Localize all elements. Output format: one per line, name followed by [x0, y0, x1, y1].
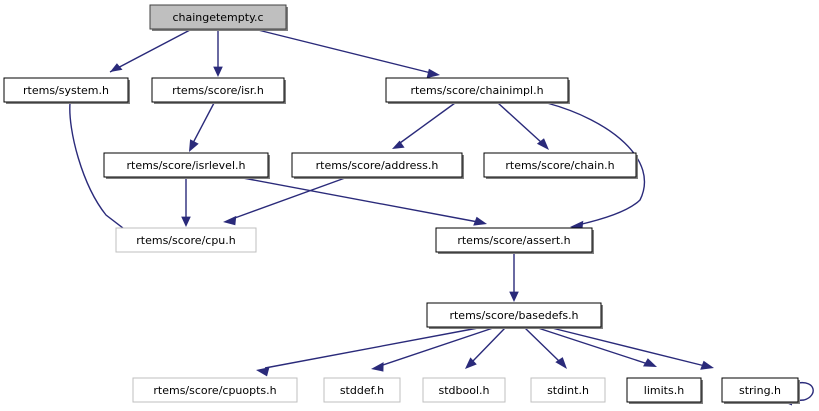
edge-line — [242, 177, 479, 223]
node-label: rtems/score/cpuopts.h — [153, 384, 276, 397]
node-label: rtems/score/assert.h — [457, 234, 570, 247]
node-box[interactable] — [721, 377, 799, 403]
edge-chaingetempty-to-system — [109, 29, 191, 73]
node-label: stddef.h — [340, 384, 384, 397]
edge-line — [546, 102, 646, 226]
arrowhead-icon — [465, 357, 477, 369]
node-box[interactable] — [151, 77, 285, 103]
node-label: stdint.h — [547, 384, 589, 397]
node-isrlevel[interactable]: rtems/score/isrlevel.h — [103, 152, 270, 179]
node-box[interactable] — [3, 77, 129, 103]
node-box[interactable] — [483, 152, 637, 178]
edge-basedefs-to-string — [551, 327, 714, 370]
edge-isr-to-isrlevel — [189, 102, 215, 152]
arrowhead-icon — [509, 291, 519, 302]
arrowhead-icon — [426, 68, 440, 79]
arrowhead-icon — [536, 138, 549, 150]
edge-line — [537, 327, 649, 365]
node-box — [115, 227, 257, 253]
node-box[interactable] — [385, 77, 569, 103]
edge-isrlevel-to-assert — [242, 177, 487, 226]
edge-chainimpl-to-address — [392, 102, 456, 149]
node-label: string.h — [739, 384, 781, 397]
arrowhead-icon — [213, 66, 223, 77]
edge-basedefs-to-stdint — [524, 327, 567, 369]
node-box — [132, 377, 298, 403]
edge-basedefs-to-limits — [537, 327, 657, 367]
edge-basedefs-to-stddef — [371, 327, 494, 372]
node-box — [323, 377, 401, 403]
edge-line — [257, 29, 432, 74]
node-chain[interactable]: rtems/score/chain.h — [483, 152, 638, 179]
arrowhead-icon — [643, 358, 657, 367]
edge-line — [109, 29, 191, 73]
node-stdbool: stdbool.h — [422, 377, 506, 403]
edge-line — [471, 327, 506, 363]
edge-line — [231, 177, 346, 220]
nodes-layer: chaingetempty.c rtems/system.h rtems/score… — [3, 4, 800, 404]
edge-line — [379, 327, 494, 367]
node-box[interactable] — [103, 152, 269, 178]
node-stddef: stddef.h — [323, 377, 401, 403]
edge-isrlevel-to-cpu — [181, 178, 191, 227]
edge-line — [789, 382, 814, 402]
node-system[interactable]: rtems/system.h — [3, 77, 130, 104]
node-label: rtems/score/basedefs.h — [449, 309, 578, 322]
node-basedefs[interactable]: rtems/score/basedefs.h — [426, 302, 603, 329]
node-label: stdbool.h — [439, 384, 490, 397]
node-box — [422, 377, 506, 403]
arrowhead-icon — [110, 63, 123, 72]
node-cpu: rtems/score/cpu.h — [115, 227, 257, 253]
node-chainimpl[interactable]: rtems/score/chainimpl.h — [385, 77, 570, 104]
node-box[interactable] — [426, 302, 602, 328]
node-label: rtems/system.h — [23, 84, 109, 97]
node-label: limits.h — [644, 384, 684, 397]
arrowhead-icon — [700, 360, 714, 370]
edge-line — [69, 102, 133, 236]
arrowhead-icon — [473, 216, 487, 226]
node-chaingetempty[interactable]: chaingetempty.c — [149, 4, 288, 31]
edge-chaingetempty-to-isr — [213, 30, 223, 77]
node-cpuopts: rtems/score/cpuopts.h — [132, 377, 298, 403]
node-label: rtems/score/cpu.h — [136, 234, 236, 247]
edge-line — [497, 102, 543, 144]
node-box[interactable] — [149, 4, 287, 30]
arrowhead-icon — [371, 362, 384, 372]
node-isr[interactable]: rtems/score/isr.h — [151, 77, 286, 104]
edge-chainimpl-to-chain — [497, 102, 549, 150]
edge-basedefs-to-stdbool — [465, 327, 506, 369]
node-box[interactable] — [626, 377, 702, 403]
node-assert[interactable]: rtems/score/assert.h — [435, 227, 594, 254]
node-label: rtems/score/chain.h — [505, 159, 614, 172]
node-label: rtems/score/address.h — [316, 159, 439, 172]
arrowhead-icon — [256, 367, 270, 377]
edge-line — [192, 102, 215, 144]
node-label: chaingetempty.c — [172, 11, 263, 24]
node-box[interactable] — [435, 227, 593, 253]
node-limits[interactable]: limits.h — [626, 377, 703, 404]
node-label: rtems/score/chainimpl.h — [410, 84, 543, 97]
node-box — [530, 377, 606, 403]
edge-basedefs-to-cpuopts — [256, 327, 479, 377]
node-string[interactable]: string.h — [721, 377, 800, 404]
arrowhead-icon — [555, 357, 567, 369]
node-address[interactable]: rtems/score/address.h — [291, 152, 464, 179]
edge-address-to-cpu — [223, 177, 346, 226]
node-label: rtems/score/isr.h — [172, 84, 264, 97]
edge-line — [264, 327, 479, 369]
edge-line — [524, 327, 561, 363]
arrowhead-icon — [189, 139, 199, 152]
edge-chaingetempty-to-chainimpl — [257, 29, 440, 79]
node-box[interactable] — [291, 152, 463, 178]
edge-line — [399, 102, 456, 144]
arrowhead-icon — [392, 140, 405, 149]
edge-assert-to-basedefs — [509, 253, 519, 302]
node-label: rtems/score/isrlevel.h — [127, 159, 246, 172]
node-stdint: stdint.h — [530, 377, 606, 403]
arrowhead-icon — [181, 216, 191, 227]
arrowhead-icon — [223, 215, 237, 226]
edge-line — [551, 327, 706, 367]
